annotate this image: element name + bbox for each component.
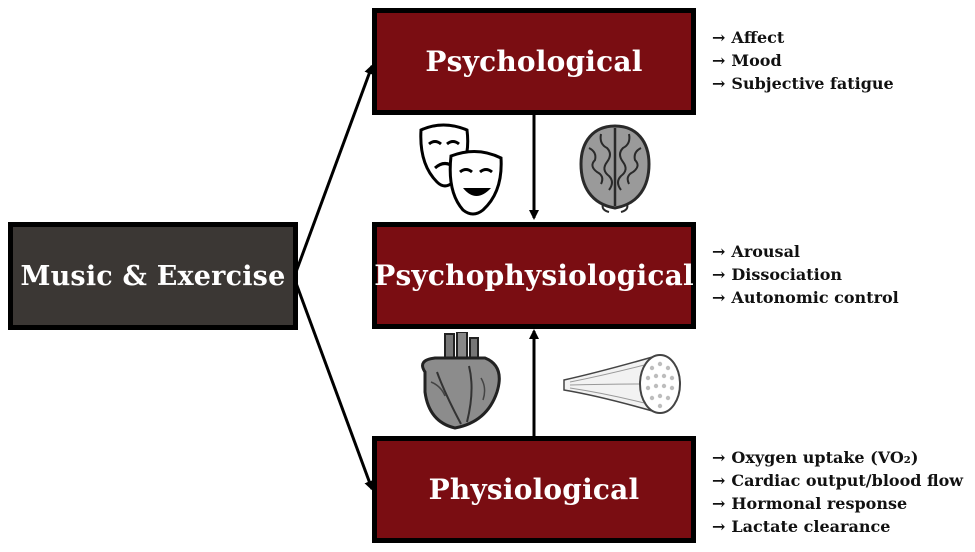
outcome-item: →Arousal: [712, 242, 801, 261]
outcome-item: →Cardiac output/blood flow: [712, 471, 964, 490]
arrow-to-physiological: [294, 282, 374, 491]
muscle-fiber-icon: [563, 354, 681, 414]
outcome-item: →Affect: [712, 28, 785, 47]
outcome-item: →Hormonal response: [712, 494, 908, 513]
brain-icon: [579, 124, 651, 213]
physiological-outcomes: →Oxygen uptake (VO₂) →Cardiac output/blo…: [712, 446, 963, 538]
physiological-label: Physiological: [428, 473, 640, 506]
psychophysiological-outcomes: →Arousal →Dissociation →Autonomic contro…: [712, 240, 899, 309]
psychophysiological-label: Psychophysiological: [374, 259, 694, 292]
outcome-item: →Oxygen uptake (VO₂): [712, 448, 919, 467]
music-exercise-box: Music & Exercise: [8, 222, 298, 330]
outcome-item: →Autonomic control: [712, 288, 899, 307]
heart-icon: [421, 332, 501, 430]
outcome-item: →Dissociation: [712, 265, 843, 284]
psychological-outcomes: →Affect →Mood →Subjective fatigue: [712, 26, 894, 95]
outcome-item: →Mood: [712, 51, 782, 70]
theater-masks-icon: [419, 123, 503, 216]
psychological-label: Psychological: [425, 45, 643, 78]
outcome-item: →Subjective fatigue: [712, 74, 894, 93]
psychological-box: Psychological: [372, 8, 696, 115]
arrow-to-psychological: [294, 64, 374, 273]
psychophysiological-box: Psychophysiological: [372, 222, 696, 329]
music-exercise-label: Music & Exercise: [20, 260, 286, 292]
physiological-box: Physiological: [372, 436, 696, 543]
outcome-item: →Lactate clearance: [712, 517, 891, 536]
